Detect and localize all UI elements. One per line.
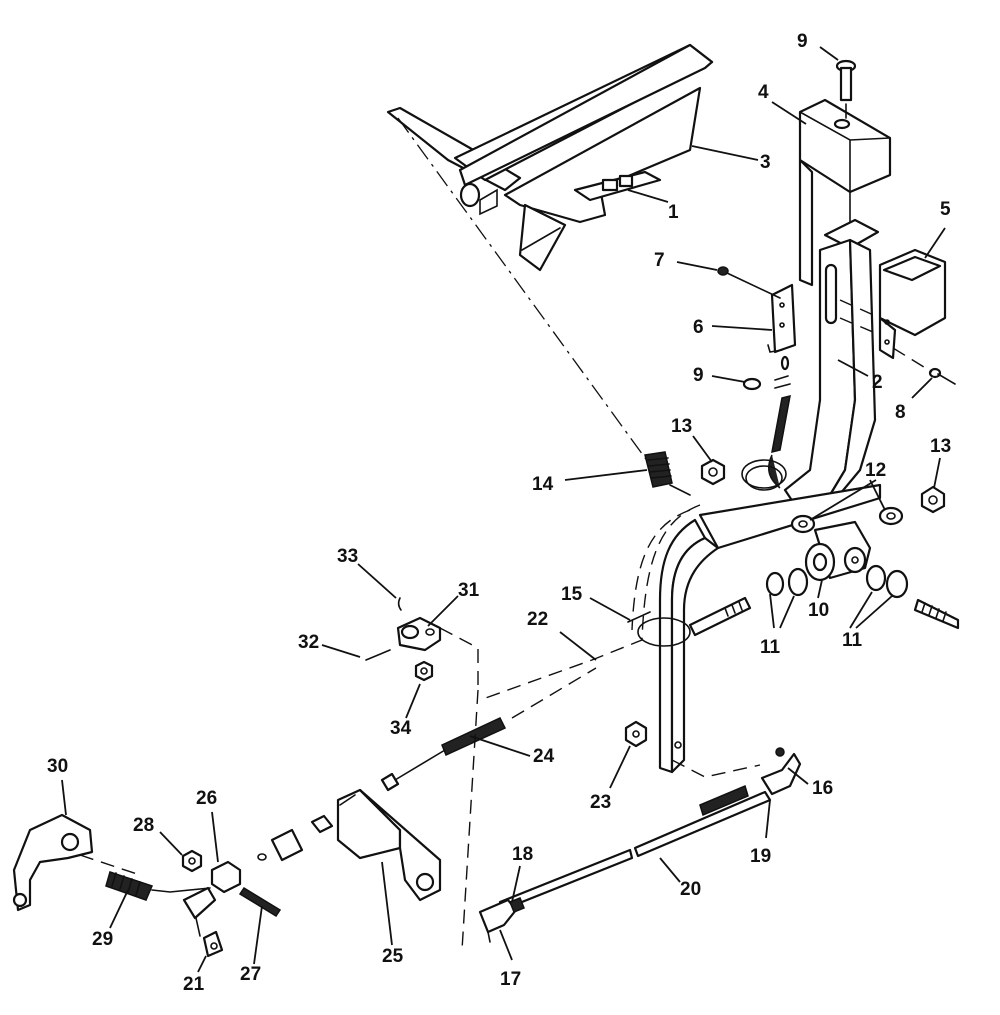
bracket-part-5 [878, 248, 947, 360]
callout-25: 25 [382, 946, 404, 967]
handle-cap-part-4 [798, 98, 892, 287]
bracket-alignment-line-2 [839, 317, 881, 336]
washer-part-12 [790, 506, 904, 534]
callout-9-top: 9 [797, 31, 808, 52]
callout-4: 4 [758, 82, 769, 103]
nut-part-23 [624, 720, 648, 748]
cable-routing-line-2 [631, 509, 691, 631]
rod-routing-line [671, 759, 761, 778]
callout-32: 32 [298, 632, 319, 653]
pedal-arm [658, 483, 882, 774]
callout-30: 30 [47, 756, 68, 777]
lever-arm-part-2 [783, 218, 880, 507]
push-rod-part-20 [498, 784, 772, 912]
callout-27: 27 [240, 964, 261, 985]
callout-28: 28 [133, 815, 154, 836]
lever-part-30 [12, 813, 94, 912]
callout-11-right: 11 [842, 630, 863, 651]
callout-8: 8 [895, 402, 906, 423]
callout-16: 16 [812, 778, 833, 799]
callout-6: 6 [693, 317, 704, 338]
cable-loop [741, 459, 787, 491]
leader-lines [61, 46, 946, 973]
callout-labels: 1 2 3 4 5 6 7 8 9 9 10 11 11 12 13 13 14… [47, 31, 951, 995]
callout-9-lower: 9 [693, 365, 704, 386]
callout-22: 22 [527, 609, 548, 630]
yoke-part-31 [396, 616, 442, 652]
plate-part-6 [767, 283, 797, 371]
screw-part-8 [892, 347, 956, 385]
callout-5: 5 [940, 199, 951, 220]
spring-part-29 [105, 871, 211, 901]
rod-end-part-16 [760, 747, 802, 796]
clip-part-15 [627, 611, 691, 647]
callout-20: 20 [680, 879, 701, 900]
latch-part-1 [573, 170, 662, 202]
screw-part-9-top [835, 59, 857, 119]
washer-part-9-lower [742, 375, 791, 489]
tray-part-3 [386, 43, 714, 272]
spring-routing-line [79, 854, 141, 876]
cable-routing-line-3 [511, 667, 597, 719]
callout-15: 15 [561, 584, 583, 605]
callout-2: 2 [872, 372, 883, 393]
callout-7: 7 [654, 250, 665, 271]
rod-end-small [257, 814, 334, 862]
pin-part-32 [365, 649, 391, 661]
pivot-shaft [688, 596, 752, 637]
callout-10: 10 [808, 600, 829, 621]
spring-part-14 [644, 451, 691, 496]
bushing-part-10 [804, 520, 872, 582]
tray-spring-link-line [397, 117, 649, 463]
callout-26: 26 [196, 788, 217, 809]
rod-end-part-17 [478, 897, 525, 943]
callout-11-left: 11 [760, 637, 781, 658]
callout-13-left: 13 [671, 416, 692, 437]
callout-13-right: 13 [930, 436, 951, 457]
threaded-rod-right [913, 598, 960, 630]
callout-33: 33 [337, 546, 358, 567]
bracket-alignment-line [839, 299, 881, 319]
washer-part-11-b [865, 564, 909, 599]
callout-3: 3 [760, 152, 771, 173]
callout-18: 18 [512, 844, 533, 865]
screw-part-7 [717, 266, 781, 299]
nut-part-28 [181, 849, 203, 873]
callout-19: 19 [750, 846, 771, 867]
callout-29: 29 [92, 929, 113, 950]
callout-1: 1 [668, 202, 679, 223]
yoke-routing-line [439, 627, 479, 690]
callout-24: 24 [533, 746, 555, 767]
clip-part-33 [397, 597, 402, 611]
nut-part-34 [414, 660, 434, 682]
callout-34: 34 [390, 718, 412, 739]
block-part-26 [210, 860, 242, 894]
callout-21: 21 [183, 974, 205, 995]
nut-part-13-left [700, 458, 726, 486]
callout-12: 12 [865, 460, 886, 481]
callout-23: 23 [590, 792, 611, 813]
washer-part-11-a [765, 567, 809, 597]
callout-31: 31 [458, 580, 480, 601]
callout-14: 14 [532, 474, 554, 495]
screw-part-27 [238, 886, 282, 918]
part-21-bracket [182, 886, 224, 958]
callout-17: 17 [500, 969, 521, 990]
bracket-part-25 [336, 788, 442, 902]
nut-part-13-right [920, 485, 946, 514]
